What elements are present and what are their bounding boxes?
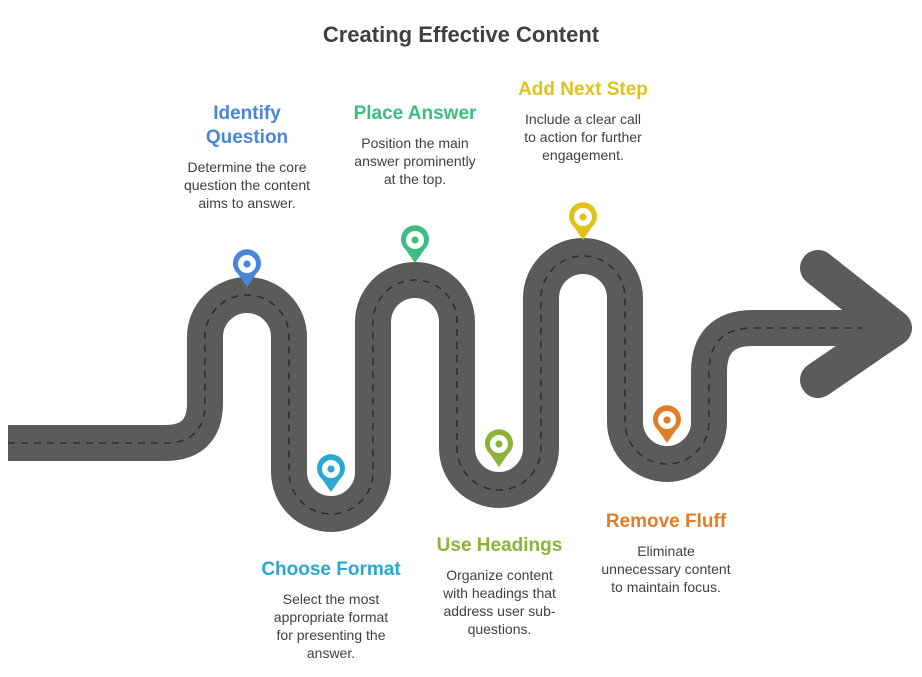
step-description: Eliminate unnecessary content to maintai… xyxy=(581,542,751,596)
step-description: Organize content with headings that addr… xyxy=(417,566,582,638)
map-pin-icon-fluff xyxy=(653,405,682,443)
step-desc-line: to maintain focus. xyxy=(611,579,721,595)
step-desc-line: Organize content xyxy=(446,567,553,583)
map-pin-icon-identify xyxy=(232,249,261,287)
step-title: Identify Question xyxy=(167,102,327,150)
step-description: Determine the core question the content … xyxy=(167,158,327,212)
step-desc-line: Determine the core xyxy=(187,159,307,175)
step-desc-line: unnecessary content xyxy=(601,561,731,577)
step-title: Place Answer xyxy=(353,103,477,124)
step-choose-format: Choose Format Select the most appropriat… xyxy=(241,558,421,662)
step-desc-line: appropriate format xyxy=(273,609,389,625)
step-desc-line: to action for further xyxy=(524,129,642,145)
road-path xyxy=(8,238,900,532)
step-title-line: Identify xyxy=(213,103,281,124)
step-desc-line: Eliminate xyxy=(637,543,695,559)
step-description: Select the most appropriate format for p… xyxy=(241,590,421,662)
step-title-line: Question xyxy=(205,127,289,148)
step-title: Choose Format xyxy=(261,559,401,580)
step-desc-line: address user sub- xyxy=(443,603,556,619)
step-desc-line: answer. xyxy=(306,645,356,661)
step-desc-line: for presenting the xyxy=(276,627,386,643)
step-title: Remove Fluff xyxy=(605,511,727,532)
step-desc-line: with headings that xyxy=(443,585,556,601)
step-desc-line: question the content xyxy=(183,177,311,193)
step-desc-line: answer prominently xyxy=(354,153,476,169)
step-description: Position the main answer prominently at … xyxy=(330,134,500,188)
step-desc-line: Select the most xyxy=(282,591,380,607)
step-add-next-step: Add Next Step Include a clear call to ac… xyxy=(493,78,673,164)
step-desc-line: aims to answer. xyxy=(198,195,296,211)
step-use-headings: Use Headings Organize content with headi… xyxy=(417,534,582,638)
step-desc-line: Position the main xyxy=(361,135,469,151)
diagram-title: Creating Effective Content xyxy=(322,22,600,47)
step-desc-line: engagement. xyxy=(542,147,624,163)
step-remove-fluff: Remove Fluff Eliminate unnecessary conte… xyxy=(581,510,751,596)
map-pin-icon-answer xyxy=(401,225,430,263)
road-center-dashes xyxy=(8,255,880,515)
arrow-head-icon xyxy=(800,250,912,398)
step-title: Use Headings xyxy=(436,535,563,556)
step-description: Include a clear call to action for furth… xyxy=(493,110,673,164)
step-identify-question: Identify Question Determine the core que… xyxy=(167,102,327,212)
map-pin-icon-headings xyxy=(485,429,514,467)
map-pin-icon-format xyxy=(317,454,346,492)
map-pin-icon-next-step xyxy=(569,202,598,240)
step-title: Add Next Step xyxy=(518,79,648,100)
step-desc-line: Include a clear call xyxy=(525,111,641,127)
step-place-answer: Place Answer Position the main answer pr… xyxy=(330,102,500,188)
step-desc-line: questions. xyxy=(467,621,532,637)
step-desc-line: at the top. xyxy=(383,171,447,187)
